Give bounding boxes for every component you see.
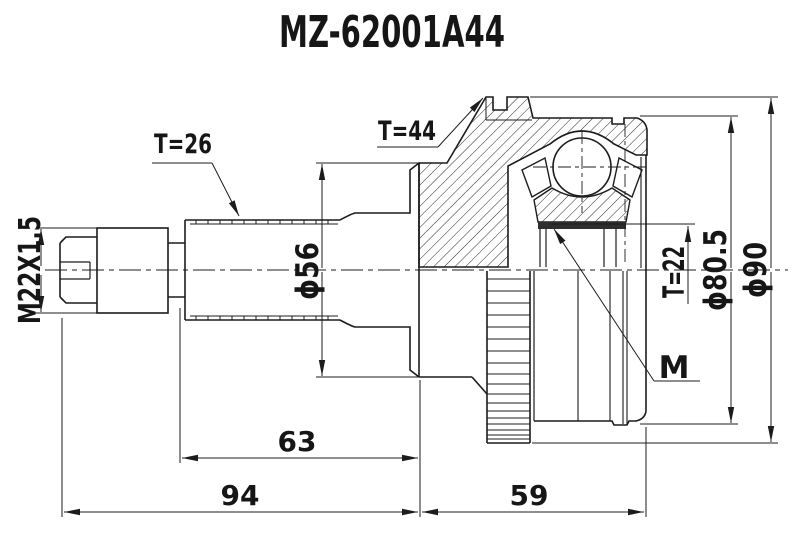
dimension-lines [36, 96, 778, 517]
outer-diameter-label: ϕ90 [738, 242, 774, 298]
dimension-59-label: 59 [510, 479, 549, 512]
dimension-63-label: 63 [278, 425, 317, 458]
inner-race-section [533, 187, 631, 223]
thread-size-label: M22X1.5 [13, 216, 48, 324]
ring-tooth-count-label: T=44 [378, 116, 436, 147]
boot-seat-diameter-label: ϕ56 [290, 242, 326, 300]
ball-centerlines [533, 124, 650, 265]
race-diameter-label: ϕ80.5 [698, 229, 734, 311]
dimension-94-label: 94 [221, 479, 260, 512]
inner-spline-mark-label: M [659, 350, 690, 386]
inner-race-bore-lines [539, 229, 617, 267]
shaft-spline-count-label: T=26 [154, 129, 212, 160]
spline-teeth-ticks [195, 220, 329, 320]
abs-ring-ribs [487, 278, 530, 440]
stem-shaft-outline [59, 162, 420, 378]
abs-ring-section-lines [485, 97, 532, 121]
inner-spline-band [538, 222, 626, 229]
housing-section-hatched [418, 96, 648, 268]
part-number-title: MZ-62001A44 [279, 7, 505, 58]
housing-external-lower [419, 155, 647, 444]
cage-section [521, 156, 643, 199]
inner-spline-count-label: T=22 [657, 246, 691, 298]
